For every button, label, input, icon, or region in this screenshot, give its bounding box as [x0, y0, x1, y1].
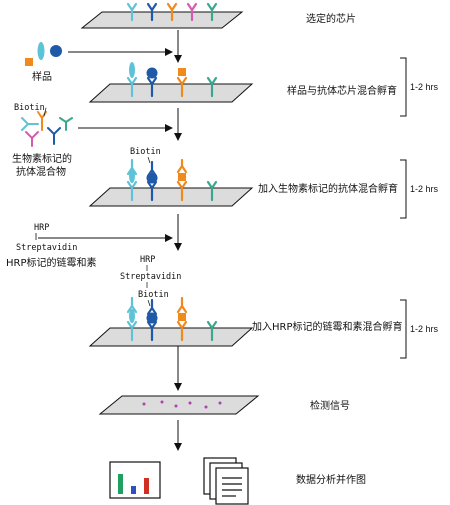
antibody-mix-icon — [21, 107, 73, 147]
documents-icon — [203, 457, 249, 505]
chip-1 — [80, 2, 244, 29]
bar-chart-icon — [109, 461, 161, 499]
duration-3: 1-2 hrs — [410, 184, 439, 194]
bracket-2 — [400, 57, 407, 117]
input-arrows — [38, 48, 173, 242]
streptavidin-chip4-label: Streptavidin — [120, 272, 181, 282]
antibody-mix-line2: 抗体混合物 — [16, 165, 66, 178]
sample-label: 样品 — [32, 70, 52, 83]
chip-5 — [98, 395, 260, 415]
step-1-label: 选定的芯片 — [306, 12, 356, 25]
antigen-orange — [178, 68, 186, 76]
antibody-mix-line1: 生物素标记的 — [12, 152, 72, 165]
duration-2: 1-2 hrs — [410, 82, 439, 92]
hrp-streptavidin-label: HRP标记的链霉和素 — [6, 256, 97, 269]
hrp-input-label: HRP — [34, 223, 49, 233]
step-6-label: 数据分析并作图 — [296, 473, 366, 486]
chip-2 — [88, 62, 254, 103]
duration-4: 1-2 hrs — [410, 324, 439, 334]
hrp-chip4-label: HRP — [140, 255, 155, 265]
biotin-input-label: Biotin — [14, 103, 45, 113]
chip-4: HRP Streptavidin Biotin — [88, 255, 254, 347]
sample-icon — [25, 42, 62, 66]
biotin-chip3-label: Biotin — [130, 147, 161, 157]
bracket-3 — [400, 159, 407, 219]
step-5-label: 检测信号 — [310, 399, 350, 412]
biotin-chip4-label: Biotin — [138, 290, 169, 300]
step-3-label: 加入生物素标记的抗体混合孵育 — [258, 182, 398, 195]
antigen-cyan — [129, 62, 135, 78]
step-2-label: 样品与抗体芯片混合孵育 — [287, 84, 397, 97]
chip-3: Biotin — [88, 147, 254, 207]
signal-dots — [142, 400, 222, 409]
streptavidin-input-label: Streptavidin — [16, 243, 77, 253]
step-4-label: 加入HRP标记的链霉和素混合孵育 — [252, 320, 403, 333]
capture-antibodies — [126, 2, 218, 22]
bracket-4 — [400, 299, 407, 359]
antigen-blue — [146, 67, 158, 79]
